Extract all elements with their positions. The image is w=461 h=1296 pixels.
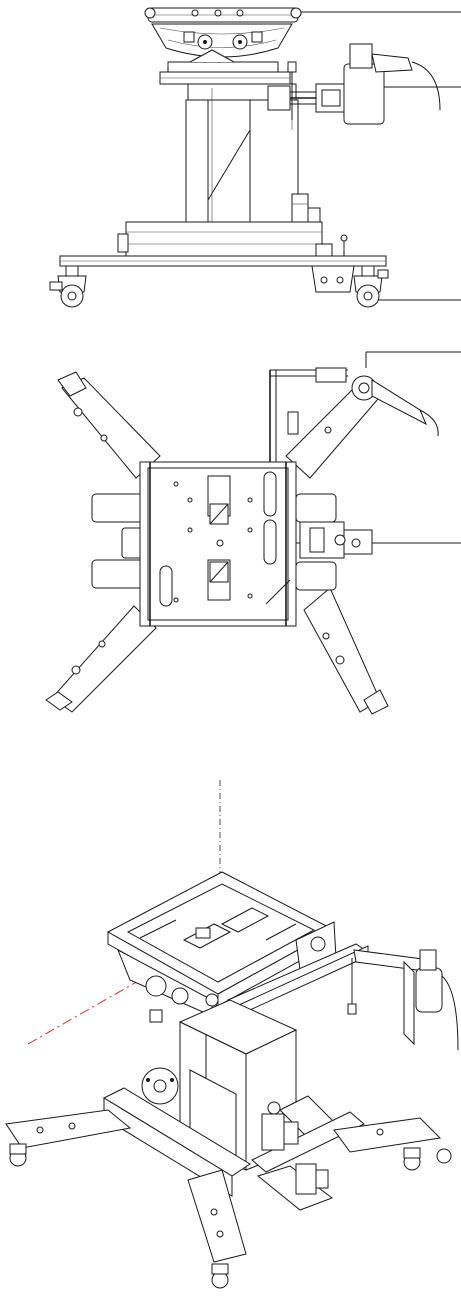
iso-accessory-knob — [141, 1067, 179, 1105]
iso-base-rails — [102, 1087, 365, 1197]
regulator-side — [291, 193, 321, 225]
side-elevation-view — [49, 7, 461, 308]
plan-side-arms — [91, 493, 337, 591]
iso-regulator — [261, 1101, 329, 1195]
iso-casters — [9, 1143, 452, 1289]
iso-gun-bracket-arm — [227, 943, 459, 1051]
isometric-view — [5, 780, 459, 1289]
plan-regulator — [299, 521, 373, 559]
iso-seat-platform — [106, 871, 336, 1007]
plan-center-plate — [139, 461, 297, 627]
base-frame — [59, 221, 387, 293]
casters-side — [49, 265, 389, 308]
seat-head-assembly — [144, 7, 302, 85]
plan-gun-bracket — [269, 367, 439, 462]
iso-legs — [5, 1109, 442, 1263]
top-plan-view — [45, 351, 461, 715]
plan-legs — [45, 371, 389, 715]
gun-bracket-arm — [267, 43, 441, 130]
